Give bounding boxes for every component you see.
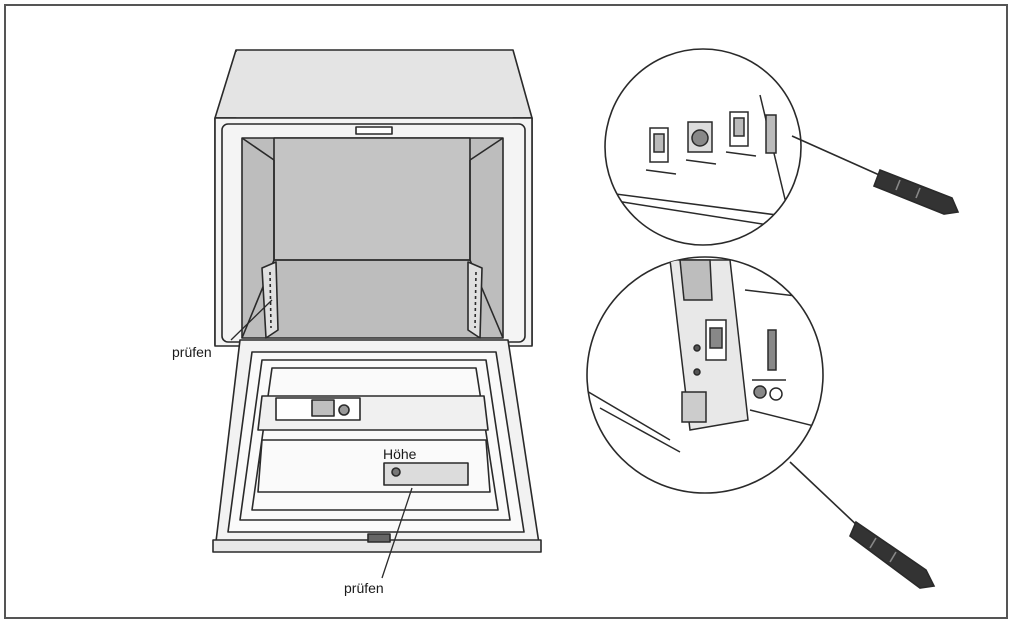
left-rack-rail <box>261 261 279 339</box>
screwdriver-icon <box>789 461 936 589</box>
door-latch-slot <box>355 126 393 135</box>
screwdriver-icon <box>791 135 960 215</box>
dishwasher-drawing <box>212 49 542 553</box>
magnified-hinge-detail <box>604 48 802 246</box>
right-rack-rail <box>467 261 483 339</box>
height-label: Höhe <box>383 446 417 462</box>
magnified-adjuster-detail <box>586 256 824 494</box>
leader-line-bottom <box>381 487 413 579</box>
height-label-plate <box>383 462 469 486</box>
leader-line-left <box>230 299 273 341</box>
dishwasher-top <box>214 49 533 119</box>
check-label-left: prüfen <box>172 344 212 360</box>
check-label-bottom: prüfen <box>344 580 384 596</box>
